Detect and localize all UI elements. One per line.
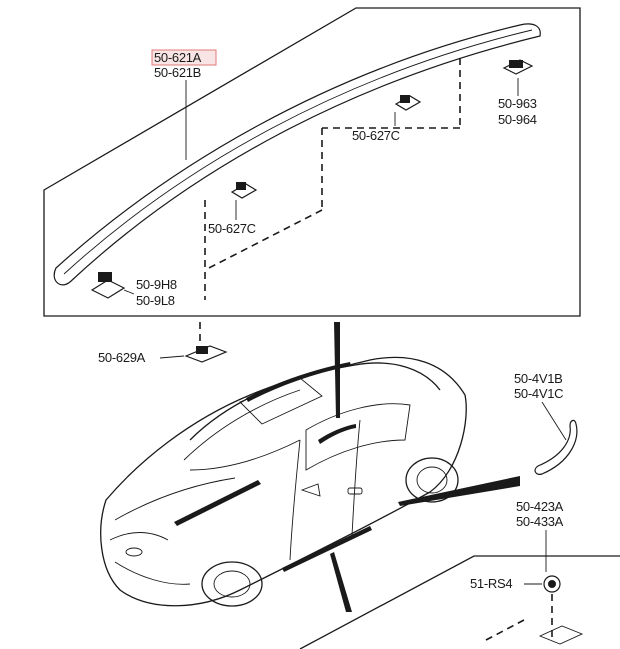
- label-50-964[interactable]: 50-964: [498, 112, 537, 127]
- pointer-wedges: [330, 322, 520, 612]
- car-illustration: [100, 356, 467, 607]
- molding-4v1-part[interactable]: [534, 401, 578, 475]
- label-50-627c-lower[interactable]: 50-627C: [208, 221, 256, 236]
- label-50-423a[interactable]: 50-423A: [516, 499, 564, 514]
- sill-detail-panel: [299, 530, 620, 649]
- fastener-rs4-part[interactable]: [485, 575, 584, 645]
- label-50-621a[interactable]: 50-621A: [154, 50, 202, 65]
- roof-molding-detail-panel: [43, 7, 581, 317]
- clip-627c-lower-part[interactable]: [230, 182, 258, 220]
- clip-963-part[interactable]: [502, 59, 534, 96]
- label-50-4v1c[interactable]: 50-4V1C: [514, 386, 564, 401]
- callout-labels: 50-621A 50-621B 50-963 50-964 50-627C 50…: [98, 49, 564, 591]
- label-50-9l8[interactable]: 50-9L8: [136, 293, 175, 308]
- label-50-621b[interactable]: 50-621B: [154, 65, 201, 80]
- label-50-629a[interactable]: 50-629A: [98, 350, 146, 365]
- roof-molding[interactable]: [53, 23, 541, 286]
- label-51-rs4[interactable]: 51-RS4: [470, 576, 513, 591]
- label-50-9h8[interactable]: 50-9H8: [136, 277, 177, 292]
- label-50-433a[interactable]: 50-433A: [516, 514, 564, 529]
- label-50-963[interactable]: 50-963: [498, 96, 537, 111]
- guide-lines: [199, 58, 461, 345]
- highlight-box: [151, 49, 217, 66]
- label-50-627c-upper[interactable]: 50-627C: [352, 128, 400, 143]
- fastener-9h8-part[interactable]: [90, 272, 135, 299]
- clip-629a-part[interactable]: [159, 345, 228, 363]
- clip-627c-upper-part[interactable]: [394, 95, 422, 126]
- label-50-4v1b[interactable]: 50-4V1B: [514, 371, 563, 386]
